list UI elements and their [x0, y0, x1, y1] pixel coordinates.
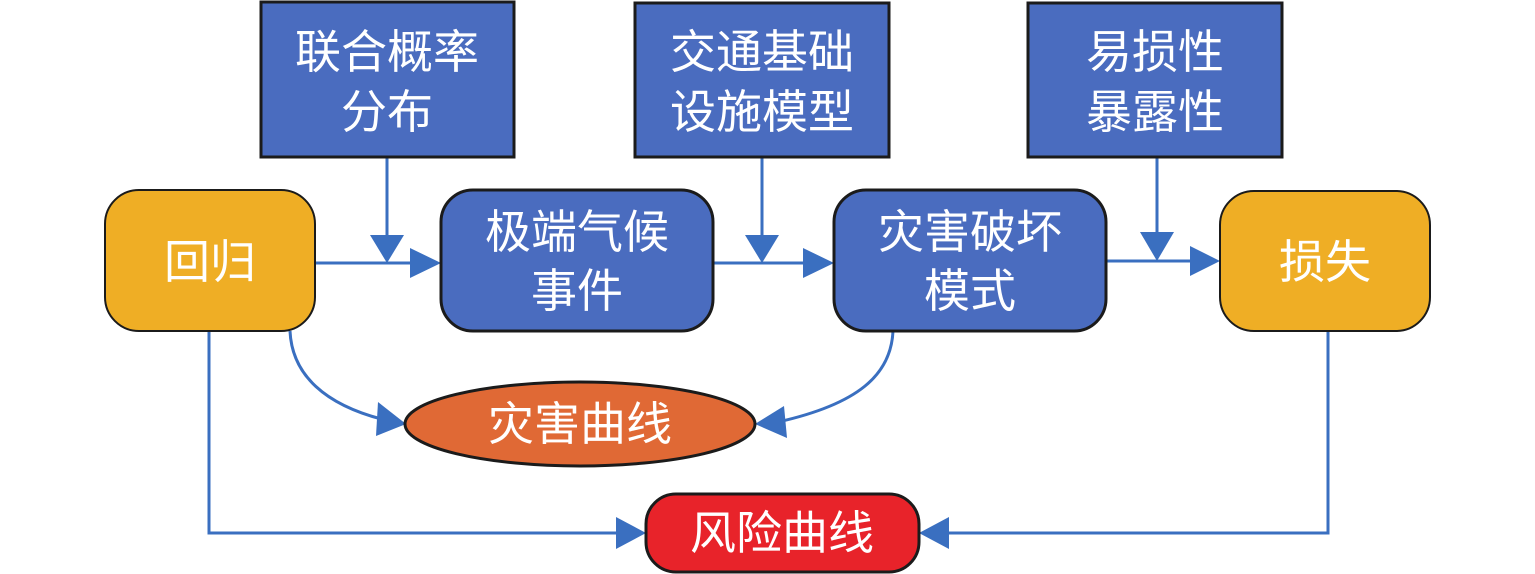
infrastructure-model-label-line1: 交通基础 [670, 25, 854, 79]
joint-probability-label-line2: 分布 [341, 85, 433, 139]
vulnerability-exposure-box [1026, 1, 1284, 159]
arrowhead-vulnerability [1140, 232, 1174, 261]
node-damage-mode: 灾害破坏 模式 [832, 188, 1108, 333]
extreme-climate-event-box [439, 188, 715, 333]
damage-mode-box [832, 188, 1108, 333]
edge-loss-to-risk-curve [948, 331, 1330, 535]
edges [207, 157, 1330, 549]
node-joint-probability: 联合概率 分布 [259, 0, 516, 159]
loss-label: 损失 [1279, 235, 1371, 289]
joint-probability-label-line1: 联合概率 [295, 25, 479, 79]
node-vulnerability-exposure: 易损性 暴露性 [1026, 1, 1284, 159]
infrastructure-model-box [633, 1, 891, 159]
arrowhead-risk-curve-right [919, 517, 949, 549]
edge-regression-to-hazard-curve [288, 330, 386, 422]
loss-box [1219, 190, 1431, 332]
arrowhead-extreme-event [410, 248, 441, 278]
risk-curve-box [644, 492, 921, 574]
edge-damage-mode-to-hazard-curve [777, 330, 895, 424]
arrowhead-infrastructure-model [745, 235, 779, 263]
vulnerability-exposure-label-line1: 易损性 [1086, 25, 1224, 79]
joint-probability-box [259, 0, 516, 159]
node-infrastructure-model: 交通基础 设施模型 [633, 1, 891, 159]
damage-mode-label-line2: 模式 [924, 264, 1016, 318]
hazard-curve-label: 灾害曲线 [488, 397, 672, 451]
regression-box [104, 189, 316, 332]
node-loss: 损失 [1219, 190, 1431, 332]
node-risk-curve: 风险曲线 [644, 492, 921, 574]
regression-label: 回归 [164, 235, 256, 289]
node-regression: 回归 [104, 189, 316, 332]
arrowhead-hazard-curve-right [755, 406, 787, 438]
arrowhead-loss [1190, 246, 1220, 276]
damage-mode-label-line1: 灾害破坏 [878, 205, 1062, 259]
arrowhead-damage-mode [803, 248, 834, 278]
hazard-curve-ellipse [403, 380, 757, 468]
vulnerability-exposure-label-line2: 暴露性 [1086, 85, 1224, 139]
arrowhead-hazard-curve-left [376, 402, 406, 436]
arrowhead-risk-curve-left [616, 517, 646, 549]
edge-regression-to-risk-curve [207, 331, 617, 535]
extreme-climate-event-label-line2: 事件 [531, 264, 623, 318]
extreme-climate-event-label-line1: 极端气候 [485, 205, 669, 259]
infrastructure-model-label-line2: 设施模型 [670, 85, 854, 139]
arrowhead-joint-probability [370, 235, 404, 263]
node-hazard-curve: 灾害曲线 [403, 380, 757, 468]
node-extreme-climate-event: 极端气候 事件 [439, 188, 715, 333]
risk-curve-label: 风险曲线 [690, 506, 874, 560]
